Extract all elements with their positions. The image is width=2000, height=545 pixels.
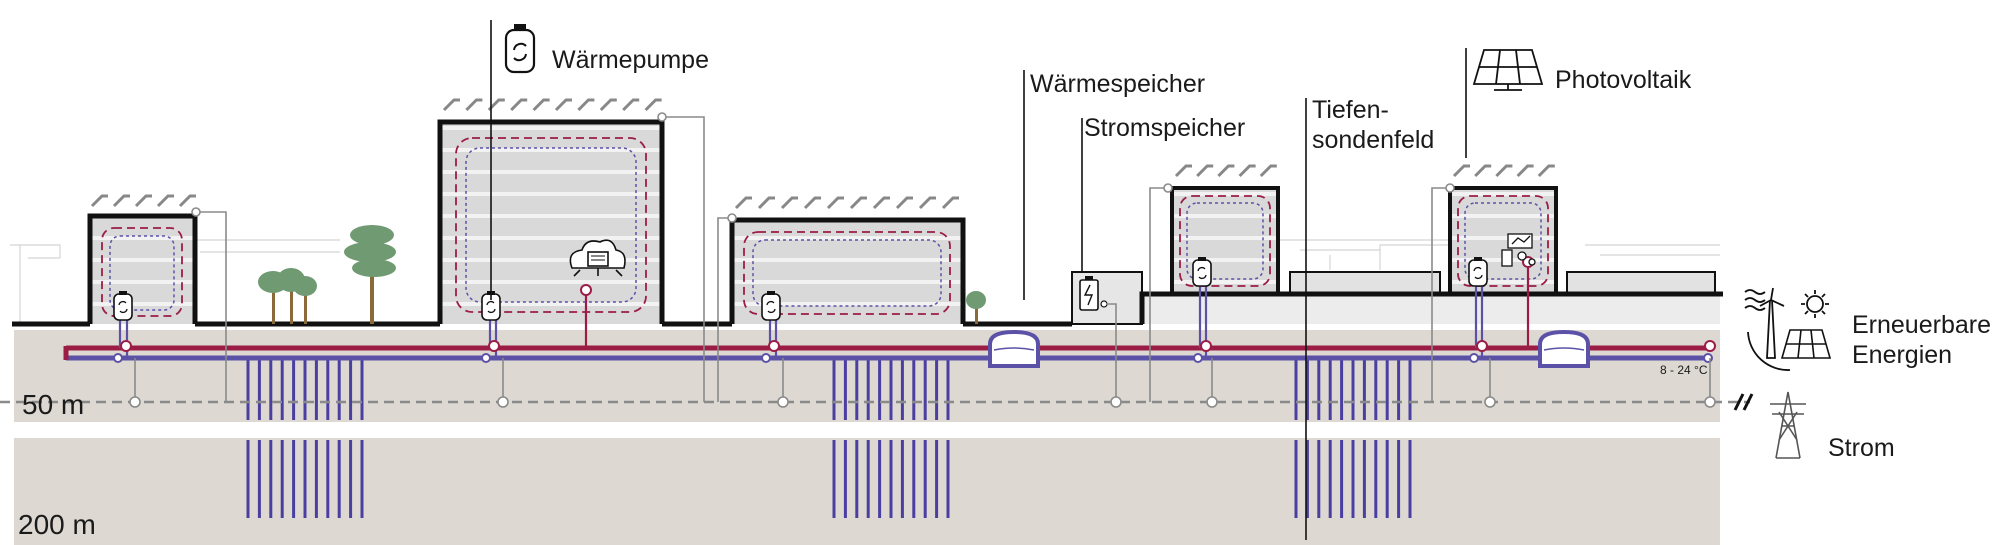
roof-solar-panel	[465, 98, 483, 112]
grid-break-mark	[1733, 393, 1754, 411]
roof-solar-panel	[487, 98, 505, 112]
renewables-label-line1: Erneuerbare	[1852, 311, 1991, 339]
tree-group-icon	[258, 268, 317, 324]
geothermal-probe-fields	[246, 358, 1412, 518]
low-building-a	[1289, 271, 1441, 295]
heat-storage-label: Wärmespeicher	[1030, 70, 1205, 98]
roof-solar-panel	[156, 194, 174, 208]
building-2	[437, 119, 665, 324]
roof-solar-panel	[1474, 164, 1492, 178]
roof-solar-panel	[849, 196, 867, 210]
roof-solar-panel	[1495, 164, 1513, 178]
house-connections	[113, 256, 1716, 363]
roof-solar-panel	[780, 196, 798, 210]
photovoltaics-label: Photovoltaik	[1555, 66, 1692, 94]
roof-solar-panel	[90, 194, 108, 208]
heat-pump-label: Wärmepumpe	[552, 46, 709, 74]
roof-solar-panel	[757, 196, 775, 210]
heat-storage-tank-2	[1538, 329, 1590, 368]
basement-strip	[1140, 296, 1720, 324]
roof-solar-panel	[510, 98, 528, 112]
roof-solar-panel	[1196, 164, 1214, 178]
pylon-icon	[1770, 391, 1806, 459]
tree-icon	[344, 225, 396, 324]
roof-solar-panel	[734, 196, 752, 210]
small-tree-icon	[966, 291, 986, 324]
wind-turbine-icon	[1744, 287, 1791, 371]
callout-lines	[490, 20, 1467, 540]
low-building-b	[1566, 271, 1716, 295]
roof-solar-panel	[1174, 164, 1192, 178]
building-1	[87, 213, 198, 324]
roof-solar-panel	[622, 98, 640, 112]
solar-panel-icon	[1780, 329, 1832, 359]
solar-panel-icon	[1472, 49, 1544, 91]
heat-network-pipes	[63, 345, 1710, 361]
probe-field-label-line2: sondenfeld	[1312, 126, 1434, 154]
roof-solar-panel	[872, 196, 890, 210]
building-5	[1448, 186, 1558, 294]
power-storage-label: Stromspeicher	[1084, 114, 1245, 142]
power-label: Strom	[1828, 434, 1895, 462]
roof-solar-panel	[599, 98, 617, 112]
depth-200-label: 200 m	[18, 509, 96, 540]
heat-storage-tank	[988, 329, 1040, 368]
roof-solar-panel	[895, 196, 913, 210]
roof-solar-panel	[532, 98, 550, 112]
roof-solar-panel	[826, 196, 844, 210]
roof-solar-panel	[941, 196, 959, 210]
roof-solar-panel	[442, 98, 460, 112]
roof-solar-panel	[1452, 164, 1470, 178]
building-4	[1170, 186, 1280, 294]
heat-pump-icon	[113, 290, 133, 321]
renewables-label-line2: Energien	[1852, 341, 1952, 369]
sun-icon	[1801, 290, 1829, 318]
roof-solar-panel	[554, 98, 572, 112]
battery-icon	[1079, 276, 1108, 311]
roof-solar-panel	[178, 194, 196, 208]
roof-solar-panel	[134, 194, 152, 208]
roof-solar-panel	[577, 98, 595, 112]
control-device-icon	[1501, 233, 1536, 267]
heat-pump-icon	[761, 290, 781, 321]
probe-field-label-line1: Tiefen-	[1312, 96, 1389, 124]
roof-solar-panel	[644, 98, 662, 112]
roof-solar-panel	[112, 194, 130, 208]
roof-solar-panel	[803, 196, 821, 210]
roof-solar-panel	[1516, 164, 1534, 178]
roof-solar-panel	[918, 196, 936, 210]
roof-solar-panel	[1537, 164, 1555, 178]
monitoring-cables	[0, 116, 1750, 404]
heat-pump-icon	[1192, 256, 1212, 287]
cloud-server-icon	[569, 239, 626, 277]
heat-pump-icon	[1468, 256, 1488, 287]
roof-solar-panel	[1217, 164, 1235, 178]
depth-50-label: 50 m	[22, 389, 84, 420]
roof-solar-panel	[1238, 164, 1256, 178]
roof-solar-panels	[90, 98, 1555, 210]
building-3	[729, 217, 966, 324]
temperature-range-label: 8 - 24 °C	[1660, 363, 1708, 377]
roof-solar-panel	[1259, 164, 1277, 178]
heat-pump-label-icon	[504, 24, 536, 74]
ground-line	[12, 291, 1723, 327]
measurement-points	[129, 112, 1716, 408]
